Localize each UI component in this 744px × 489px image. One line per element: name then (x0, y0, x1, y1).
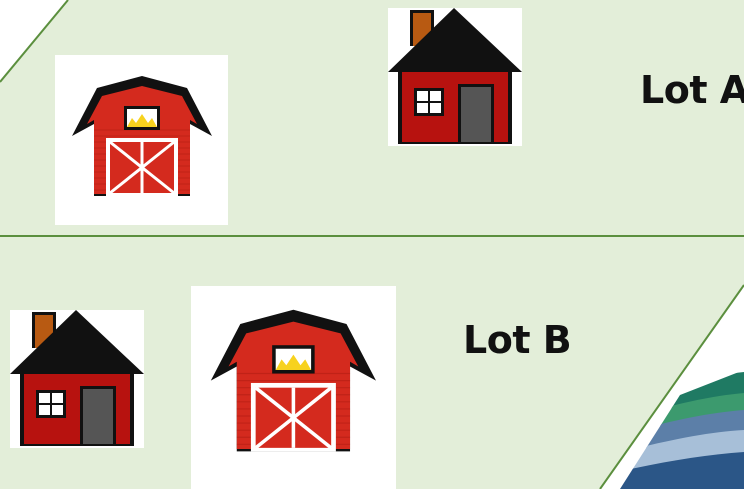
lot-b-label: Lot B (463, 318, 571, 362)
lot-a-barn-card (55, 55, 228, 225)
lot-a-label: Lot A (640, 68, 744, 112)
lot-b-house-card (10, 310, 144, 448)
lot-a-house-card (388, 8, 522, 146)
lot-b-barn-card (191, 286, 396, 489)
